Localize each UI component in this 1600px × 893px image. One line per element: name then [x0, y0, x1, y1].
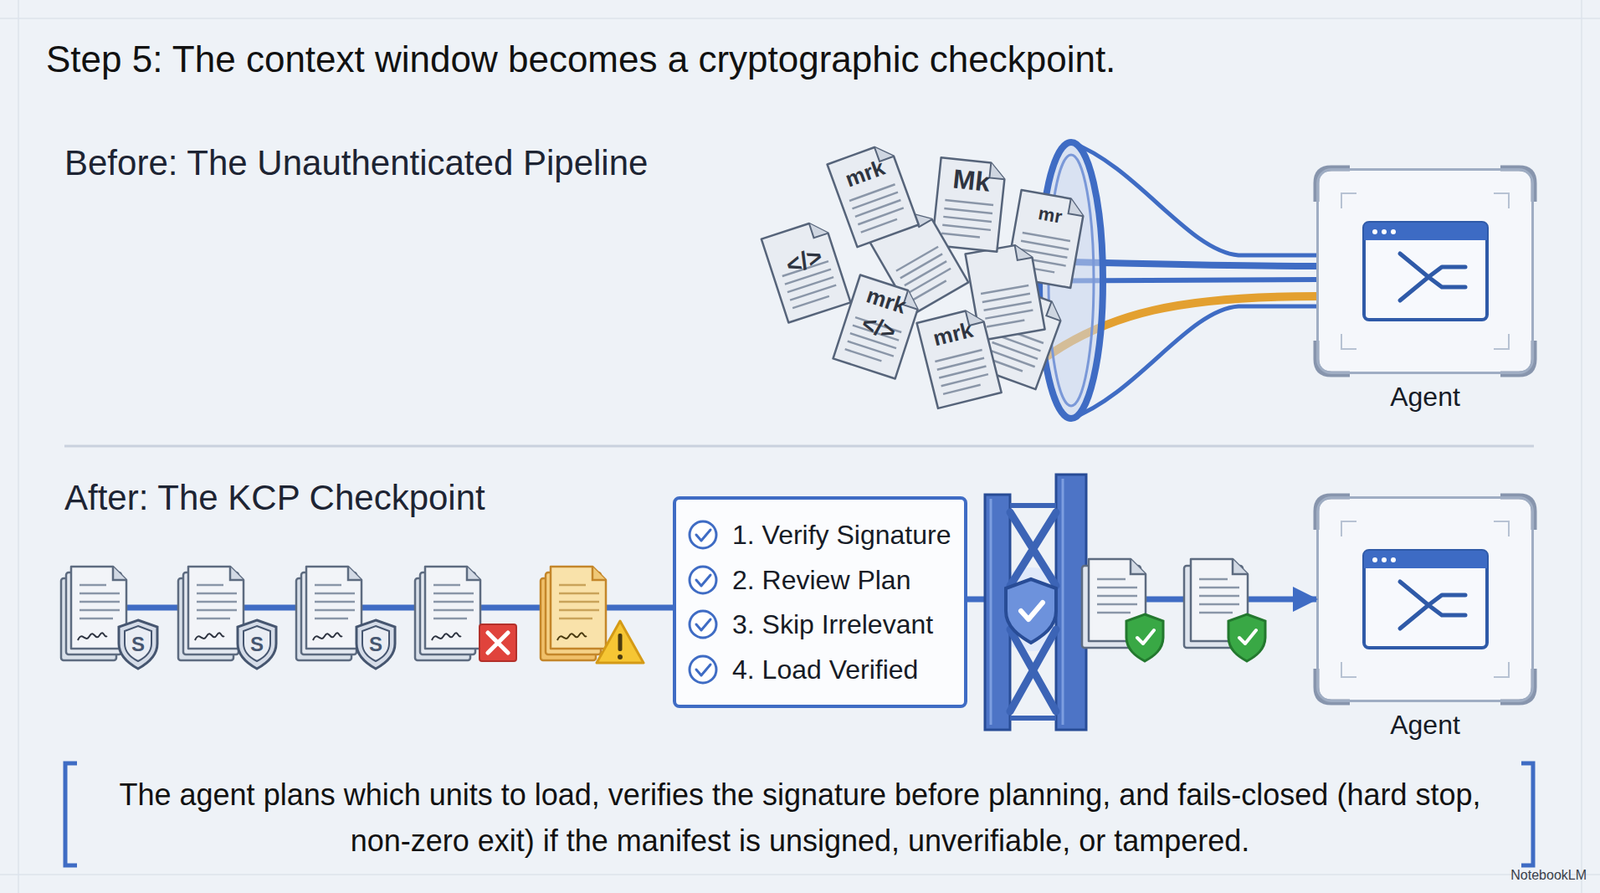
node-label: Agent: [1389, 709, 1461, 740]
rejected-document: [415, 566, 481, 661]
loose-paper: [761, 218, 852, 323]
caption-bracket: [1521, 763, 1534, 866]
verified-shield: [1126, 614, 1164, 662]
signed-document: [61, 566, 127, 661]
gate-highlight: [990, 478, 1063, 725]
check-circle: [689, 610, 717, 638]
agent-box: Agent: [1316, 496, 1534, 703]
caption-text: The agent plans which units to load, ver…: [105, 771, 1495, 864]
shield-letter: S: [250, 632, 264, 657]
shield-letter: S: [369, 632, 383, 657]
agent-box: Agent: [1316, 168, 1534, 375]
warning-dot: [617, 654, 623, 660]
reject-mark: [479, 624, 517, 662]
check-circle: [689, 521, 717, 549]
check-mark: [696, 574, 711, 586]
warning-bang: [618, 633, 623, 652]
section-heading: Before: The Unauthenticated Pipeline: [64, 143, 648, 184]
agent-frame: [1316, 496, 1534, 703]
check-mark: [696, 529, 711, 541]
gate-shield: [1005, 579, 1057, 643]
slide-title: Step 5: The context window becomes a cry…: [46, 36, 1116, 83]
check-circle: [689, 656, 717, 683]
check-mark: [696, 664, 711, 676]
caption-bracket: [65, 763, 77, 866]
warning-document: [540, 566, 606, 661]
verified-shield: [1228, 614, 1266, 662]
section-heading: After: The KCP Checkpoint: [64, 477, 486, 518]
checklist-item: 2. Review Plan: [732, 563, 911, 597]
document-tag: Mk: [951, 163, 992, 198]
shield-symbol: [356, 620, 395, 669]
document-tag: mr: [1036, 202, 1064, 228]
loose-paper: [833, 274, 924, 379]
loose-paper: [917, 307, 1002, 409]
section-divider: [64, 445, 1534, 448]
shield-letter: S: [131, 632, 145, 657]
shield-symbol: [118, 620, 158, 669]
funnel-cone: [1071, 142, 1317, 419]
agent-frame: [1316, 168, 1534, 375]
checklist-item: 3. Skip Irrelevant: [732, 607, 934, 642]
checklist-item: 1. Verify Signature: [732, 517, 951, 552]
loose-paper: [827, 142, 919, 247]
checklist-box: 1. Verify Signature 2. Review Plan 3. Skip…: [672, 496, 968, 708]
signed-document: [178, 566, 244, 661]
shield-symbol: [237, 620, 277, 669]
check-mark: [696, 619, 711, 631]
warning-triangle: [596, 620, 644, 663]
check-mark: [1020, 602, 1043, 620]
node-label: Agent: [1389, 381, 1461, 412]
signed-document: [296, 566, 362, 661]
check-circle: [689, 566, 717, 594]
watermark: NotebookLM: [1510, 867, 1587, 883]
checklist-item: 4. Load Verified: [732, 652, 918, 687]
reject-cross: [487, 632, 508, 653]
